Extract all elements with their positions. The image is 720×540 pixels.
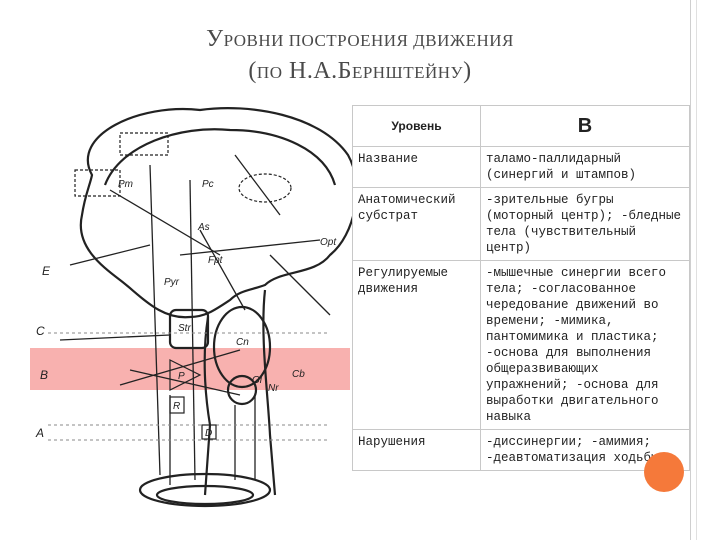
row-value-movements: -мышечные синергии всего тела; -согласов…: [480, 260, 690, 430]
label-pc: Pc: [202, 179, 214, 190]
label-pm: Pm: [118, 179, 133, 190]
pathway-fpt: [179, 239, 321, 256]
pathway-pm: [109, 189, 221, 256]
striatum-box: [168, 308, 210, 350]
table-row: Название таламо-паллидарный (синергий и …: [352, 146, 690, 188]
pathway-left: [69, 244, 151, 266]
cortex-oval: [238, 173, 292, 203]
row-key-substrate: Анатомический субстрат: [352, 187, 481, 261]
label-gl: Gl: [252, 375, 263, 386]
globus-pallidus-shape: [226, 374, 258, 406]
row-value-substrate: -зрительные бугры (моторный центр); -бле…: [480, 187, 690, 261]
label-d: D: [205, 428, 212, 439]
slide-frame-line: [690, 0, 691, 540]
decorative-orange-circle: [644, 452, 684, 492]
levels-table: Уровень В Название таламо-паллидарный (с…: [352, 105, 690, 471]
label-a: A: [35, 426, 44, 440]
slide-title-line2: (ПО Н.А.БЕРНШТЕЙНУ): [248, 58, 472, 84]
triangle-p: [169, 359, 202, 391]
label-fpt: Fpt: [208, 255, 224, 266]
row-key-name: Название: [352, 146, 481, 188]
box-d: [201, 424, 217, 440]
table-row: Нарушения -диссинергии; -амимия; -деавто…: [352, 429, 690, 471]
label-b: B: [40, 368, 48, 382]
pathway-opt: [269, 254, 331, 316]
row-value-disorders: -диссинергии; -амимия; -деавтоматизация …: [480, 429, 690, 471]
label-pyr: Pyr: [164, 277, 180, 288]
pathway-left2: [59, 334, 171, 341]
label-nr: Nr: [268, 383, 279, 394]
pathway-as: [199, 229, 246, 311]
brain-outline: [79, 107, 358, 319]
brainstem-left: [203, 316, 212, 496]
table-row: Анатомический субстрат -зрительные бугры…: [352, 187, 690, 261]
label-cb: Cb: [292, 369, 305, 380]
slide-title-line1: УРОВНИ ПОСТРОЕНИЯ ДВИЖЕНИЯ: [206, 26, 514, 52]
pathway-cross2: [119, 349, 241, 386]
label-cn: Cn: [236, 337, 249, 348]
cortex-box-2: [74, 169, 121, 197]
pathway-pc: [189, 179, 196, 481]
spinal-base-inner: [155, 484, 255, 506]
slide-frame-line-outer: [696, 0, 697, 540]
spinal-base: [138, 472, 272, 508]
brain-inner-contour: [103, 128, 337, 186]
header-level-value: В: [480, 105, 690, 147]
label-r: R: [173, 401, 180, 412]
label-opt: Opt: [320, 237, 337, 248]
label-as: As: [197, 222, 210, 233]
label-c: C: [36, 324, 45, 338]
label-str: Str: [178, 323, 191, 334]
cortex-box-1: [119, 132, 169, 156]
table-header-row: Уровень В: [352, 105, 690, 147]
row-value-name: таламо-паллидарный (синергий и штампов): [480, 146, 690, 188]
row-key-disorders: Нарушения: [352, 429, 481, 471]
label-p: P: [178, 371, 185, 382]
row-key-movements: Регулируемые движения: [352, 260, 481, 430]
box-r: [169, 396, 185, 414]
bernstein-brain-diagram: Pyr Pc Pm Fpt As Opt Str Gl Nr Cb Cn P R…: [35, 107, 358, 508]
thalamus-shape: [212, 305, 272, 389]
pathway-long: [234, 154, 281, 216]
header-level: Уровень: [352, 105, 481, 147]
table-row: Регулируемые движения -мышечные синергии…: [352, 260, 690, 430]
pathway-pyr: [149, 164, 161, 476]
label-e: E: [42, 264, 51, 278]
